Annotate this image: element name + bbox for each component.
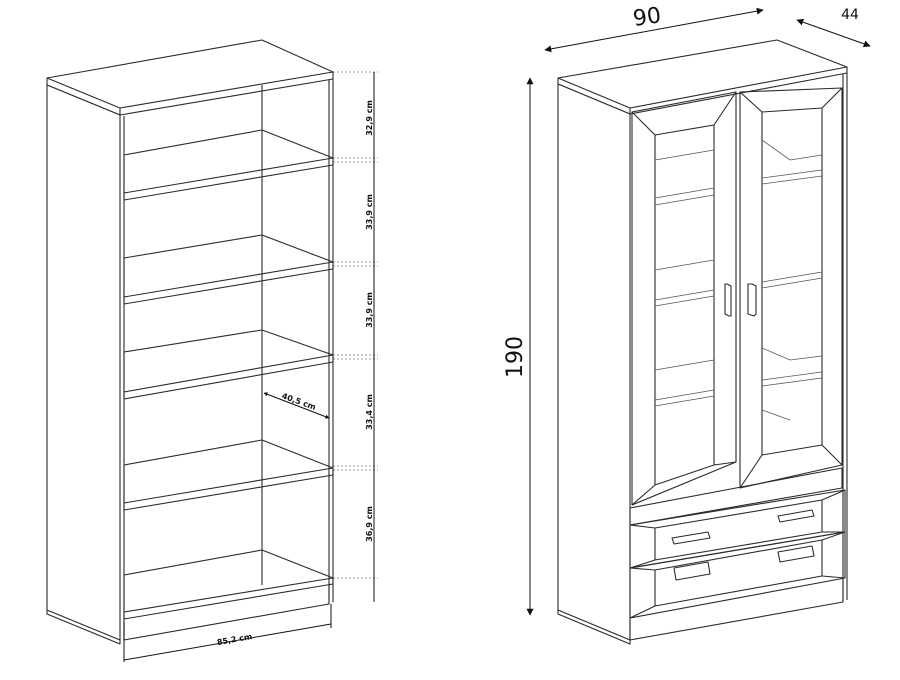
right-door-handle[interactable] bbox=[747, 283, 757, 317]
bookcase-top-face bbox=[46, 39, 334, 109]
right-glass-door bbox=[739, 87, 843, 489]
inner-width-label: 85,2 cm bbox=[216, 632, 253, 647]
shelf-3-height-label: 33,9 cm bbox=[365, 292, 374, 328]
depth-label: 44 bbox=[841, 7, 859, 23]
shelf-3 bbox=[123, 329, 334, 393]
left-glass-door bbox=[631, 91, 737, 506]
shelf-3-edge bbox=[123, 355, 334, 400]
shelf-2-height-label: 33,9 cm bbox=[365, 194, 374, 230]
shelf-1-edge bbox=[123, 158, 334, 201]
shelf-height-dimensions: 32,9 cm 33,9 cm 33,9 cm 33,4 cm 36,9 cm bbox=[333, 71, 378, 602]
cabinet-base-edge bbox=[557, 610, 631, 645]
inner-depth-label: 40,5 cm bbox=[281, 391, 318, 412]
upper-drawer-handle-right[interactable] bbox=[777, 509, 815, 523]
cabinet-top-face bbox=[557, 39, 848, 109]
shelf-bottom-edge bbox=[123, 578, 334, 620]
lower-drawer bbox=[629, 531, 846, 619]
shelf-2 bbox=[123, 234, 334, 298]
bookcase-side-panel bbox=[46, 84, 121, 641]
bookcase-base bbox=[46, 610, 121, 645]
width-arrow bbox=[544, 7, 764, 53]
shelf-bottom bbox=[123, 549, 334, 613]
right-door-glass-pane bbox=[761, 108, 823, 456]
upper-drawer-front bbox=[654, 499, 823, 561]
bookcase-shelves bbox=[123, 129, 334, 620]
shelf-4-edge bbox=[123, 468, 334, 511]
depth-arrow bbox=[796, 18, 871, 48]
shelf-5-height-label: 36,9 cm bbox=[365, 506, 374, 542]
open-bookcase: 32,9 cm 33,9 cm 33,9 cm 33,4 cm 36,9 cm … bbox=[46, 39, 378, 662]
shelf-4-height-label: 33,4 cm bbox=[365, 394, 374, 430]
shelf-1 bbox=[123, 129, 334, 194]
bookcase-plinth bbox=[123, 584, 330, 641]
right-door-inner-shelves bbox=[761, 139, 823, 421]
left-door-inner-shelves bbox=[654, 149, 715, 407]
left-door-handle[interactable] bbox=[724, 283, 732, 317]
cabinet-side-panel bbox=[557, 83, 631, 641]
lower-drawer-handle-right[interactable] bbox=[777, 545, 815, 563]
inner-width-dimension: 85,2 cm bbox=[123, 604, 332, 662]
overall-dimensions: 90 44 190 bbox=[503, 3, 871, 616]
lower-drawer-handle-left[interactable] bbox=[673, 561, 711, 581]
cabinet-plinth bbox=[629, 580, 844, 641]
height-label: 190 bbox=[503, 336, 528, 378]
drawer-top-rail bbox=[629, 467, 843, 526]
shelf-2-edge bbox=[123, 262, 334, 305]
inner-depth-dimension: 40,5 cm bbox=[263, 391, 330, 419]
shelf-4 bbox=[123, 439, 334, 504]
upper-drawer-handle-left[interactable] bbox=[671, 531, 711, 545]
width-label: 90 bbox=[631, 3, 662, 32]
vitrine-cabinet: 90 44 190 bbox=[503, 3, 871, 645]
left-door-glass-pane bbox=[654, 125, 715, 486]
shelf-1-height-label: 32,9 cm bbox=[365, 100, 374, 136]
